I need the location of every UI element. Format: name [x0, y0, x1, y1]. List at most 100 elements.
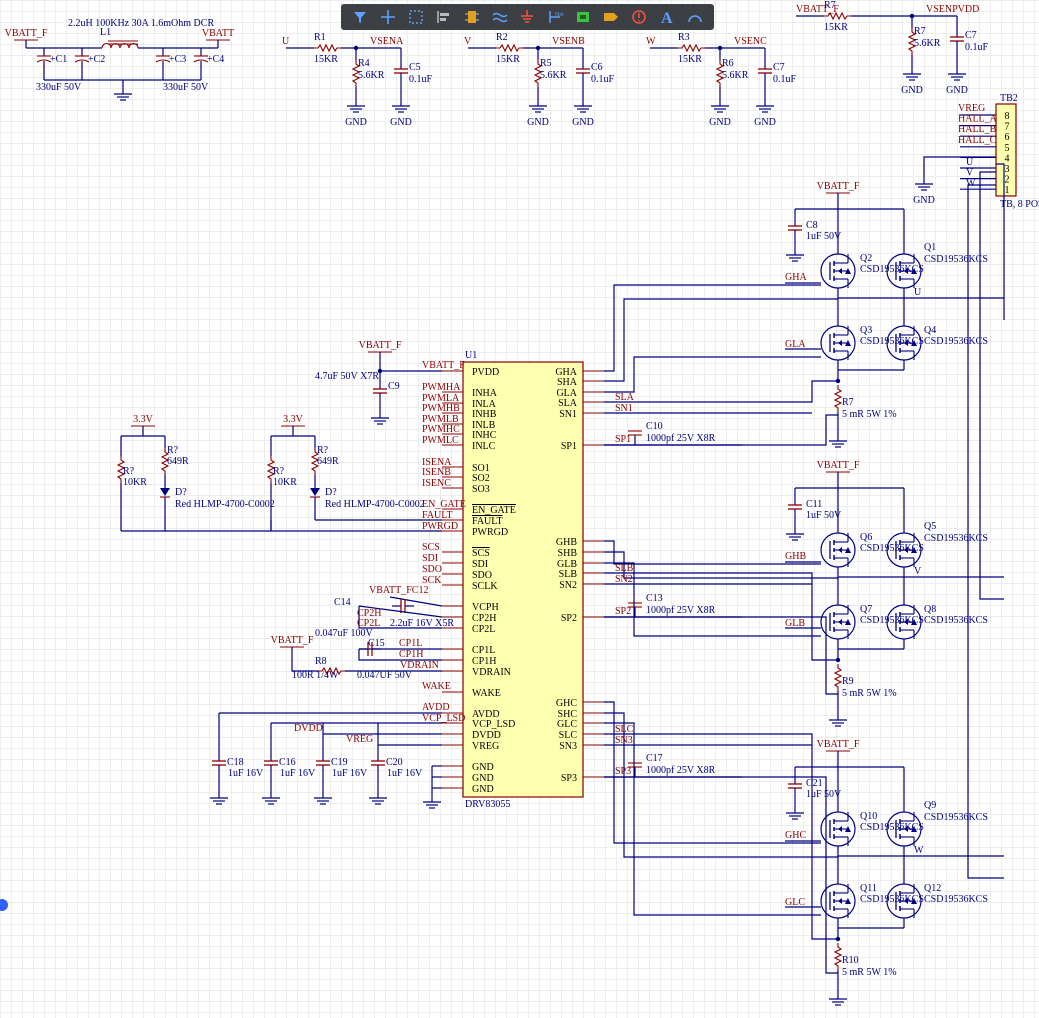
- ground-symbol[interactable]: [828, 434, 848, 448]
- mosfet-part: CSD19536KCS: [860, 615, 924, 626]
- net-label: CP1H: [399, 649, 423, 660]
- decoupling-capacitor[interactable]: [211, 751, 227, 775]
- netlabel-tool-button[interactable]: [598, 6, 624, 28]
- ground-icon: [521, 10, 534, 23]
- ic-pin-label: CP2L: [472, 624, 495, 635]
- ic-pin-label: SP3: [561, 773, 577, 784]
- low-side-mosfet[interactable]: [820, 325, 856, 361]
- ground-symbol[interactable]: [785, 248, 805, 262]
- ground-symbol[interactable]: [785, 806, 805, 820]
- text-tool-button[interactable]: A: [654, 6, 680, 28]
- decoupling-capacitor[interactable]: [370, 751, 386, 775]
- wire: [604, 356, 821, 393]
- resistor-ref: R7: [842, 397, 854, 408]
- ground-symbol[interactable]: [755, 99, 775, 113]
- high-side-mosfet[interactable]: [820, 253, 856, 289]
- divider-capacitor[interactable]: [575, 59, 591, 83]
- ground-symbol[interactable]: [313, 791, 333, 805]
- ground-symbol[interactable]: [828, 713, 848, 727]
- ground-symbol[interactable]: [710, 99, 730, 113]
- align-tool-button[interactable]: [431, 6, 457, 28]
- ground-symbol[interactable]: [391, 99, 411, 113]
- connector-pin-number: 6: [1005, 132, 1010, 143]
- bus-tool-button[interactable]: [487, 6, 513, 28]
- capacitor-plate[interactable]: [36, 59, 52, 63]
- ground-symbol[interactable]: [346, 99, 366, 113]
- led-diode[interactable]: [310, 488, 320, 496]
- bulk-capacitor[interactable]: [787, 495, 803, 519]
- connector-net-label: HALL_C: [958, 135, 997, 146]
- ground-symbol[interactable]: [528, 99, 548, 113]
- wire: [358, 605, 443, 618]
- ground-symbol[interactable]: [113, 87, 133, 101]
- harness-tool-button[interactable]: [570, 6, 596, 28]
- ground-symbol[interactable]: [828, 992, 848, 1006]
- capacitor-ref: +C4: [207, 54, 224, 65]
- crosshair-tool-button[interactable]: [375, 6, 401, 28]
- connector-net-label: U: [966, 157, 974, 168]
- connector-net-label: HALL_A: [958, 114, 998, 125]
- ground-symbol[interactable]: [209, 791, 229, 805]
- component-tool-button[interactable]: [459, 6, 485, 28]
- divider-capacitor[interactable]: [949, 27, 965, 51]
- ground-symbol[interactable]: [902, 67, 922, 81]
- ground-tool-button[interactable]: [515, 6, 541, 28]
- sheet-marker-icon[interactable]: [0, 899, 8, 911]
- resistor-value: 5.6KR: [722, 70, 749, 81]
- divider-resistor-top[interactable]: [495, 44, 524, 52]
- port-tool-button[interactable]: Net: [542, 6, 568, 28]
- ground-symbol[interactable]: [573, 99, 593, 113]
- select-rect-tool-button[interactable]: [403, 6, 429, 28]
- divider-resistor-top[interactable]: [313, 44, 342, 52]
- shunt-resistor[interactable]: [834, 384, 842, 413]
- ground-symbol[interactable]: [368, 791, 388, 805]
- capacitor-value: 2.2uF 16V X5R: [390, 618, 454, 629]
- mosfet-ref: Q1: [924, 242, 936, 253]
- power-port-label: VBATT_F: [271, 635, 314, 646]
- directive-tool-button[interactable]: [626, 6, 652, 28]
- resistor-ref: R6: [722, 58, 734, 69]
- decoupling-capacitor[interactable]: [263, 751, 279, 775]
- divider-output-net: VSENA: [370, 36, 404, 47]
- wire: [923, 156, 996, 178]
- arc-tool-button[interactable]: [682, 6, 708, 28]
- bulk-capacitor[interactable]: [787, 216, 803, 240]
- shunt-resistor[interactable]: [834, 663, 842, 692]
- capacitor-plate[interactable]: [155, 59, 171, 63]
- wire: [604, 722, 821, 916]
- resistor-value: 649R: [317, 456, 339, 467]
- ic-pin-label: SN3: [559, 741, 577, 752]
- ground-symbol[interactable]: [914, 177, 934, 191]
- resistor-ref: R2: [496, 32, 508, 43]
- bulk-capacitor[interactable]: [787, 774, 803, 798]
- led-diode[interactable]: [160, 488, 170, 496]
- gate-net-label: GLB: [785, 618, 805, 629]
- ic-pin-label: SO2: [472, 473, 490, 484]
- capacitor-plate[interactable]: [74, 59, 90, 63]
- tb2-connector[interactable]: [995, 103, 1017, 197]
- high-side-mosfet[interactable]: [820, 532, 856, 568]
- divider-capacitor[interactable]: [757, 59, 773, 83]
- c9-capacitor[interactable]: [372, 379, 388, 403]
- connector-pin-number: 8: [1005, 111, 1010, 122]
- resistor-ref: R4: [358, 58, 370, 69]
- power-port-label: VBATT_FC12: [369, 585, 428, 596]
- filter-tool-button[interactable]: [347, 6, 373, 28]
- ground-symbol[interactable]: [261, 791, 281, 805]
- ground-symbol[interactable]: [947, 67, 967, 81]
- ground-symbol[interactable]: [370, 411, 390, 425]
- net-label: ISENC: [422, 478, 451, 489]
- capacitor-plate[interactable]: [193, 59, 209, 63]
- divider-resistor-top[interactable]: [677, 44, 706, 52]
- ic-pin-label: GHC: [556, 698, 577, 709]
- u1-driver-ic[interactable]: [462, 361, 584, 798]
- divider-capacitor[interactable]: [393, 59, 409, 83]
- ground-symbol[interactable]: [785, 527, 805, 541]
- mosfet-ref: Q5: [924, 521, 936, 532]
- wire: [604, 701, 821, 844]
- shunt-resistor[interactable]: [834, 942, 842, 971]
- ground-symbol[interactable]: [422, 795, 442, 809]
- decoupling-capacitor[interactable]: [315, 751, 331, 775]
- net-label: SN1: [615, 403, 633, 414]
